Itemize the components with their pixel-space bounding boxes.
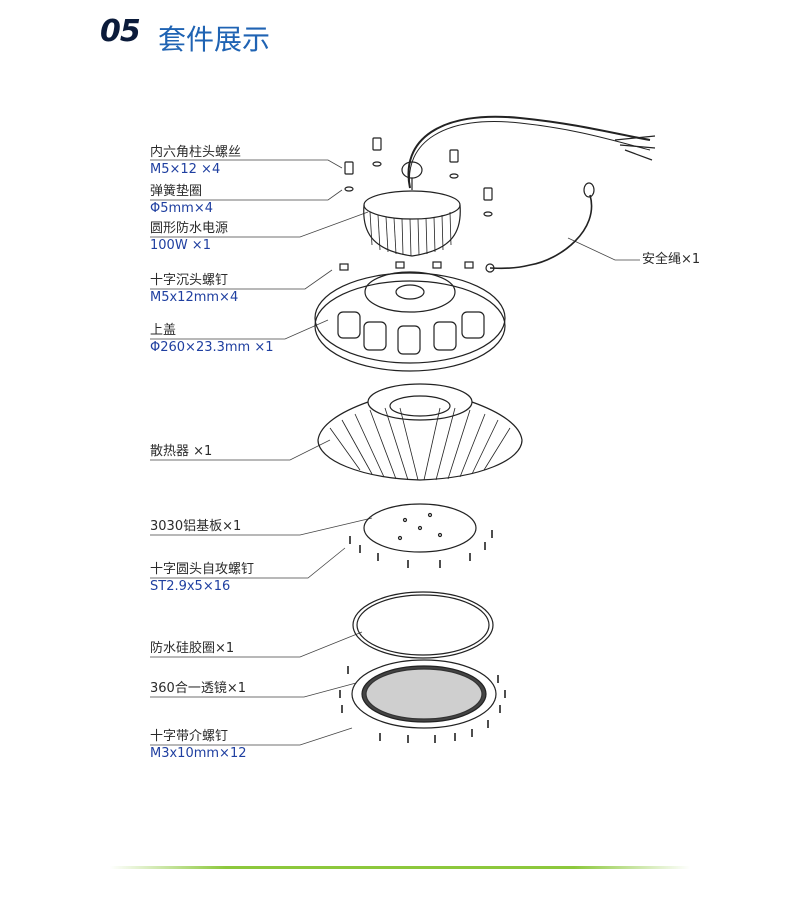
part-name: 圆形防水电源 [150,221,229,236]
power-cable [407,115,651,189]
part-name: 3030铝基板×1 [150,519,242,534]
washer-screws [339,666,506,743]
cross-screws [339,261,474,271]
part-spec: Φ5mm×4 [150,201,213,216]
part-name: 上盖 [150,323,177,338]
part-spec: Φ260×23.3mm ×1 [150,340,274,355]
label-aluminum-board: 3030铝基板×1 [150,518,241,535]
part-name: 内六角柱头螺丝 [150,145,242,160]
part-spec: M5x12mm×4 [150,290,239,305]
part-name: 散热器 ×1 [150,444,213,459]
part-spec: ST2.9x5×16 [150,579,231,594]
leader-lines [150,159,640,746]
label-self-tap-screw: 十字圆头自攻螺钉 ST2.9x5×16 [150,561,254,595]
hex-screws [344,137,493,217]
footer-divider [110,866,690,869]
part-name: 360合一透镜×1 [150,681,246,696]
label-washer-screw: 十字带介螺钉 M3x10mm×12 [150,728,246,762]
label-hex-screw: 内六角柱头螺丝 M5×12 ×4 [150,144,241,178]
part-name: 弹簧垫圈 [150,184,203,199]
part-name: 十字沉头螺钉 [150,273,229,288]
part-name: 十字圆头自攻螺钉 [150,562,255,577]
label-heatsink: 散热器 ×1 [150,443,212,460]
label-power-supply: 圆形防水电源 100W ×1 [150,220,228,254]
label-safety-rope: 安全绳×1 [642,251,700,268]
label-top-cover: 上盖 Φ260×23.3mm ×1 [150,322,274,356]
section-title: 套件展示 [158,23,271,56]
label-silicone-ring: 防水硅胶圈×1 [150,640,234,657]
part-name: 防水硅胶圈×1 [150,641,235,656]
part-spec: 100W ×1 [150,238,211,253]
lens-drawing [351,659,497,729]
label-spring-washer: 弹簧垫圈 Φ5mm×4 [150,183,213,217]
safety-rope [489,194,593,270]
part-name: 十字带介螺钉 [150,729,229,744]
part-spec: M3x10mm×12 [150,746,247,761]
power-supply-drawing [363,161,461,257]
silicone-ring-drawing [352,591,494,659]
self-tap-screws [349,530,493,568]
label-lens: 360合一透镜×1 [150,680,246,697]
label-cross-screw: 十字沉头螺钉 M5x12mm×4 [150,272,238,306]
heatsink-drawing [317,383,523,481]
section-number: 05 [100,14,141,49]
part-spec: M5×12 ×4 [150,162,221,177]
part-name: 安全绳×1 [642,252,701,267]
aluminum-board-drawing [363,503,477,553]
top-cover-drawing [314,271,506,372]
